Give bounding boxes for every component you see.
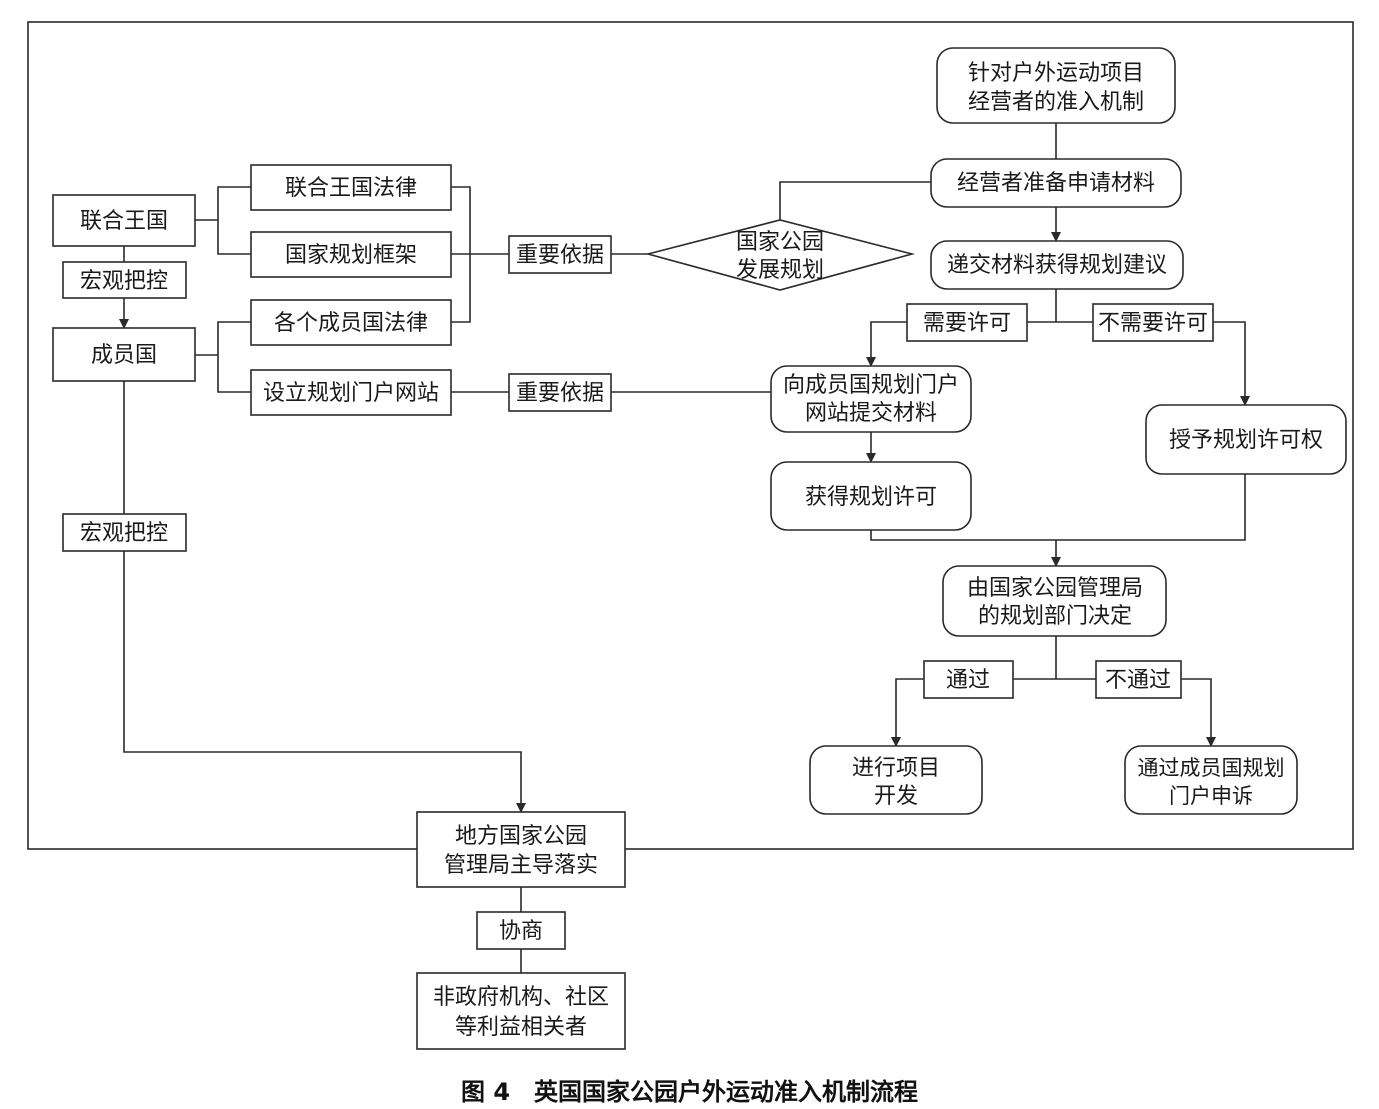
node-portal-setup-label: 设立规划门户网站 xyxy=(263,381,439,406)
node-develop-line1: 进行项目 xyxy=(852,756,940,781)
node-portal-submit-line1: 向成员国规划门户 xyxy=(783,373,959,398)
node-local-authority: 地方国家公园 管理局主导落实 xyxy=(416,811,626,888)
node-submit: 递交材料获得规划建议 xyxy=(930,240,1184,290)
node-develop: 进行项目 开发 xyxy=(809,745,983,815)
node-pass-label: 通过 xyxy=(946,668,990,693)
node-portal-submit: 向成员国规划门户 网站提交材料 xyxy=(770,365,972,433)
node-need-permit-label: 需要许可 xyxy=(923,311,1011,336)
node-appeal: 通过成员国规划 门户申诉 xyxy=(1124,745,1298,815)
node-stakeholders-line2: 等利益相关者 xyxy=(455,1015,587,1040)
node-submit-label: 递交材料获得规划建议 xyxy=(947,253,1167,278)
node-develop-line2: 开发 xyxy=(874,784,918,809)
node-no-permit: 不需要许可 xyxy=(1092,303,1214,342)
node-obtain-label: 获得规划许可 xyxy=(805,485,937,510)
node-np-plan-line1: 国家公园 xyxy=(736,230,824,255)
flowchart: 联合王国 宏观把控 成员国 宏观把控 联合王国法律 国家规划框架 各个成员国法律… xyxy=(27,21,1354,1050)
node-national-framework-label: 国家规划框架 xyxy=(285,243,417,268)
node-basis-top-label: 重要依据 xyxy=(516,243,604,268)
node-member-law: 各个成员国法律 xyxy=(250,299,452,346)
node-pass: 通过 xyxy=(923,660,1014,699)
node-macro-control-bottom: 宏观把控 xyxy=(62,513,187,552)
node-uk: 联合王国 xyxy=(52,194,196,247)
node-np-plan-line2: 发展规划 xyxy=(736,258,824,283)
node-basis-top: 重要依据 xyxy=(508,235,612,274)
node-stakeholders-line1: 非政府机构、社区 xyxy=(433,985,609,1010)
node-decide: 由国家公园管理局 的规划部门决定 xyxy=(942,565,1167,637)
node-consult: 协商 xyxy=(476,911,566,950)
node-stakeholders: 非政府机构、社区 等利益相关者 xyxy=(416,972,626,1050)
node-appeal-line1: 通过成员国规划 xyxy=(1138,756,1285,780)
node-decide-line2: 的规划部门决定 xyxy=(978,604,1132,629)
node-need-permit: 需要许可 xyxy=(906,303,1028,342)
node-member-state: 成员国 xyxy=(52,327,196,382)
node-decide-line1: 由国家公园管理局 xyxy=(967,576,1143,601)
node-uk-law: 联合王国法律 xyxy=(250,164,452,211)
node-member-state-label: 成员国 xyxy=(91,343,157,368)
outer-frame xyxy=(27,21,1354,850)
node-fail: 不通过 xyxy=(1095,660,1182,699)
node-prepare: 经营者准备申请材料 xyxy=(930,158,1182,208)
node-macro-control-top-label: 宏观把控 xyxy=(80,269,168,294)
node-consult-label: 协商 xyxy=(499,919,543,944)
node-mechanism-line2: 经营者的准入机制 xyxy=(968,90,1144,115)
node-local-authority-line1: 地方国家公园 xyxy=(455,824,587,849)
node-portal-setup: 设立规划门户网站 xyxy=(250,369,452,416)
node-national-framework: 国家规划框架 xyxy=(250,231,452,278)
node-member-law-label: 各个成员国法律 xyxy=(274,311,428,336)
node-no-permit-label: 不需要许可 xyxy=(1098,311,1208,336)
node-np-plan: 国家公园 发展规划 xyxy=(644,219,916,291)
node-grant: 授予规划许可权 xyxy=(1145,404,1347,475)
node-fail-label: 不通过 xyxy=(1105,668,1171,693)
node-uk-label: 联合王国 xyxy=(80,209,168,234)
node-macro-control-top: 宏观把控 xyxy=(62,261,187,299)
node-macro-control-bottom-label: 宏观把控 xyxy=(80,521,168,546)
node-portal-submit-line2: 网站提交材料 xyxy=(805,401,937,426)
node-basis-bottom: 重要依据 xyxy=(508,373,612,412)
node-mechanism: 针对户外运动项目 经营者的准入机制 xyxy=(936,47,1176,124)
node-grant-label: 授予规划许可权 xyxy=(1169,428,1323,453)
node-uk-law-label: 联合王国法律 xyxy=(285,176,417,201)
node-appeal-line2: 门户申诉 xyxy=(1169,784,1253,808)
node-prepare-label: 经营者准备申请材料 xyxy=(957,171,1155,196)
node-mechanism-line1: 针对户外运动项目 xyxy=(968,61,1144,86)
node-basis-bottom-label: 重要依据 xyxy=(516,381,604,406)
node-local-authority-line2: 管理局主导落实 xyxy=(444,853,598,878)
connectors xyxy=(119,123,1250,973)
figure-caption: 图 4 英国国家公园户外运动准入机制流程 xyxy=(460,1078,919,1106)
node-obtain: 获得规划许可 xyxy=(770,461,972,531)
